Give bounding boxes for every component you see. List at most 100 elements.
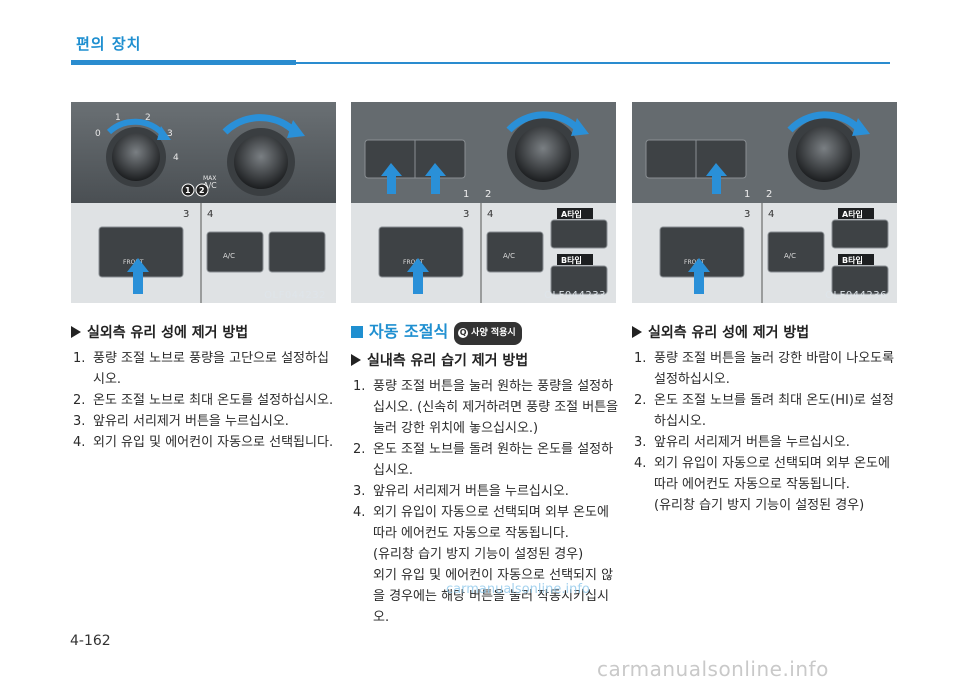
ac-label: A/C: [503, 252, 515, 260]
front-label: FRONT: [123, 259, 144, 266]
right-step-list: 1.풍량 조절 버튼을 눌러 강한 바람이 나오도록 설정하십시오. 2.온도 …: [632, 348, 897, 516]
rotation-arrow: [787, 111, 861, 133]
row-number-4: 4: [768, 209, 774, 220]
svg-text:2: 2: [199, 186, 205, 195]
marker-1: 1: [744, 189, 750, 200]
left-column: 실외측 유리 성에 제거 방법 1.풍량 조절 노브로 풍량을 고단으로 설정하…: [71, 323, 336, 453]
option-q-icon: Q: [458, 328, 469, 338]
knob-label-2: 2: [145, 113, 151, 123]
row-number-4: 4: [207, 209, 213, 220]
type-a-label: A타입: [842, 209, 863, 219]
rotation-arrow-2: [222, 114, 296, 135]
list-item: 1.풍량 조절 버튼을 눌러 원하는 풍량을 설정하십시오. (신속히 제거하려…: [353, 379, 619, 436]
figure-2-illustration: 1 2 3 4 FRONT A/C A타입 B타입: [351, 102, 616, 303]
press-arrow-body: [413, 270, 423, 294]
marker-1: [181, 183, 195, 197]
square-bullet-icon: [351, 326, 363, 338]
type-b-tag: [838, 254, 874, 265]
press-arrow-head: [706, 163, 727, 176]
temperature-knob: [234, 135, 288, 189]
figure-3-illustration: 1 2 3 4 FRONT A/C A타입 B타입: [632, 102, 897, 303]
temperature-knob: [515, 126, 571, 182]
header-bar-thick: [71, 60, 296, 65]
triangle-bullet-icon: [351, 354, 361, 366]
right-column: 실외측 유리 성에 제거 방법 1.풍량 조절 버튼을 눌러 강한 바람이 나오…: [632, 323, 897, 516]
left-step-list: 1.풍량 조절 노브로 풍량을 고단으로 설정하십시오. 2.온도 조절 노브로…: [71, 348, 336, 453]
fan-speed-knob: [112, 133, 160, 181]
figure-code: OLF044232: [264, 290, 326, 301]
list-item: 2.온도 조절 노브를 돌려 원하는 온도를 설정하십시오.: [353, 442, 614, 478]
figure-code: OLF044233: [544, 290, 606, 301]
list-item: 3.앞유리 서리제거 버튼을 누르십시오.: [73, 414, 289, 429]
middle-heading: 실내측 유리 습기 제거 방법: [351, 351, 619, 372]
right-heading: 실외측 유리 성에 제거 방법: [632, 323, 897, 344]
press-arrow-body: [712, 174, 721, 194]
press-arrow-body-a: [387, 174, 396, 194]
rotation-arrow: [506, 111, 580, 133]
press-arrow-head: [127, 258, 149, 272]
press-arrow-head-b: [425, 163, 446, 176]
middle-step-list: 1.풍량 조절 버튼을 눌러 원하는 풍량을 설정하십시오. (신속히 제거하려…: [351, 376, 619, 628]
svg-text:1: 1: [185, 186, 191, 195]
marker-2: [195, 183, 209, 197]
temperature-knob: [796, 126, 852, 182]
rotation-arrow-head-1: [157, 126, 171, 140]
row-number-3: 3: [183, 209, 189, 220]
ac-label: A/C: [784, 252, 796, 260]
press-arrow-head-2: [688, 258, 710, 272]
ac-button: [486, 231, 544, 273]
list-item: 3.앞유리 서리제거 버튼을 누르십시오.: [634, 435, 850, 450]
list-item: 3.앞유리 서리제거 버튼을 누르십시오.: [353, 484, 569, 499]
row-number-4: 4: [487, 209, 493, 220]
ac-button: [206, 231, 264, 273]
site-watermark: carmanualsonline.info: [597, 657, 829, 681]
type-a-label: A타입: [561, 209, 582, 219]
press-arrow-body: [133, 270, 143, 294]
triangle-bullet-icon: [632, 326, 642, 338]
note-line: (유리창 습기 방지 기능이 설정된 경우): [373, 547, 584, 562]
intake-button-a: [831, 219, 889, 249]
center-watermark: carmanualsonline.info: [446, 582, 590, 597]
press-arrow-head: [407, 258, 429, 272]
list-item: 2.온도 조절 노브로 최대 온도를 설정하십시오.: [73, 393, 334, 408]
type-b-label: B타입: [842, 255, 863, 265]
rotation-arrow-head: [852, 118, 870, 136]
knob-label-1: 1: [115, 113, 121, 123]
intake-button-b: [550, 265, 608, 295]
figure-manual-control-panel: 0 1 2 3 4 MAX A/C 1 2 3 4 FRONT A/C OLF0…: [71, 102, 336, 303]
figure-code: OLF044236: [825, 290, 887, 301]
rotation-arrow-head: [571, 118, 589, 136]
ac-label-bottom: A/C: [223, 252, 235, 260]
figure-auto-control-panel-defog: 1 2 3 4 FRONT A/C A타입 B타입 OLF044233: [351, 102, 616, 303]
figure-1-illustration: 0 1 2 3 4 MAX A/C 1 2 3 4 FRONT A/C: [71, 102, 336, 303]
list-item: 1.풍량 조절 노브로 풍량을 고단으로 설정하십시오.: [73, 351, 329, 387]
rotation-arrow-1: [106, 118, 166, 137]
air-intake-button: [268, 231, 326, 273]
type-b-tag: [557, 254, 593, 265]
page-number: 4-162: [70, 633, 111, 649]
left-heading: 실외측 유리 성에 제거 방법: [71, 323, 336, 344]
type-a-tag: [838, 208, 874, 219]
list-item: 2.온도 조절 노브를 돌려 최대 온도(HI)로 설정하십시오.: [634, 393, 894, 429]
figure-auto-control-panel-defrost: 1 2 3 4 FRONT A/C A타입 B타입 OLF044236: [632, 102, 897, 303]
list-item: 4.외기 유입이 자동으로 선택되며 외부 온도에 따라 에어컨도 자동으로 작…: [632, 453, 897, 516]
header-bar-thin: [296, 62, 890, 64]
ac-label-top: A/C: [203, 181, 217, 190]
list-item: 4.외기 유입 및 에어컨이 자동으로 선택됩니다.: [73, 435, 334, 450]
type-b-label: B타입: [561, 255, 582, 265]
press-arrow-body-2: [694, 270, 704, 294]
list-item: 4.외기 유입이 자동으로 선택되며 외부 온도에 따라 에어컨도 자동으로 작…: [351, 502, 619, 628]
note-line: 외기 유입 및 에어컨이 자동으로 선택되지 않을 경우에는 해당 버튼을 눌러…: [373, 568, 614, 625]
section-header-title: 편의 장치: [76, 35, 142, 53]
marker-2: 2: [485, 189, 491, 200]
row-number-3: 3: [463, 209, 469, 220]
note-line: (유리창 습기 방지 기능이 설정된 경우): [654, 498, 865, 513]
row-number-3: 3: [744, 209, 750, 220]
knob-label-4: 4: [173, 153, 179, 163]
marker-2: 2: [766, 189, 772, 200]
press-arrow-body-b: [431, 174, 440, 194]
intake-button-b: [831, 265, 889, 295]
